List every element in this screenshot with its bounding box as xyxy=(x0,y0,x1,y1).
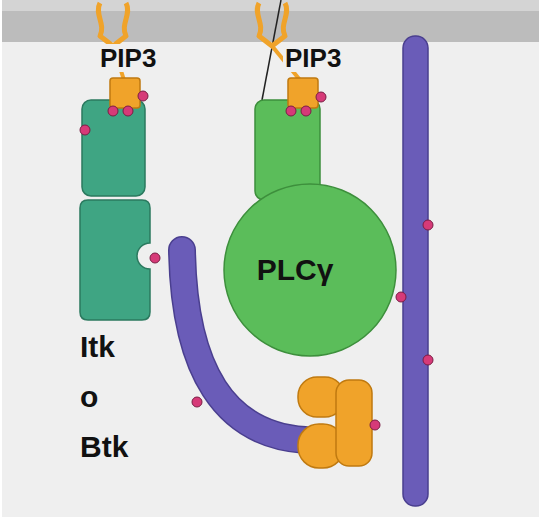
phospho-dot xyxy=(108,106,118,116)
phospho-dot xyxy=(123,106,133,116)
phospho-dot xyxy=(192,397,202,407)
kinase-node: Itk o Btk xyxy=(75,68,175,470)
phospho-dot xyxy=(423,220,433,230)
phospho-dot xyxy=(138,91,148,101)
phospho-dot xyxy=(301,106,311,116)
node-text: Itk o Btk xyxy=(80,322,140,472)
phospho-dot xyxy=(396,292,406,302)
ph-domain xyxy=(82,100,145,196)
phospho-dot xyxy=(370,420,380,430)
background xyxy=(2,0,539,517)
lipid-label: PIP3 xyxy=(98,44,158,72)
sh2-domain xyxy=(336,380,372,466)
phospho-dot xyxy=(150,253,160,263)
lipid-tails xyxy=(98,3,127,46)
lipid-tails xyxy=(257,3,286,46)
leader-line xyxy=(262,0,281,100)
phospho-dot xyxy=(286,106,296,116)
phospho-dot xyxy=(316,92,326,102)
membrane-top xyxy=(2,0,539,11)
membrane xyxy=(2,0,539,42)
node-text: PLCγ xyxy=(257,252,334,288)
phospho-dot xyxy=(80,125,90,135)
kinase-body xyxy=(80,200,150,320)
inositol-head xyxy=(110,78,140,108)
lipid-label: PIP3 xyxy=(283,44,343,72)
enzyme-body xyxy=(224,184,396,356)
receptor-chain xyxy=(403,36,428,506)
inositol-head xyxy=(288,78,318,108)
enzyme-node: PLCγ xyxy=(215,72,410,364)
node-shape xyxy=(215,72,410,364)
phospho-dot xyxy=(423,355,433,365)
